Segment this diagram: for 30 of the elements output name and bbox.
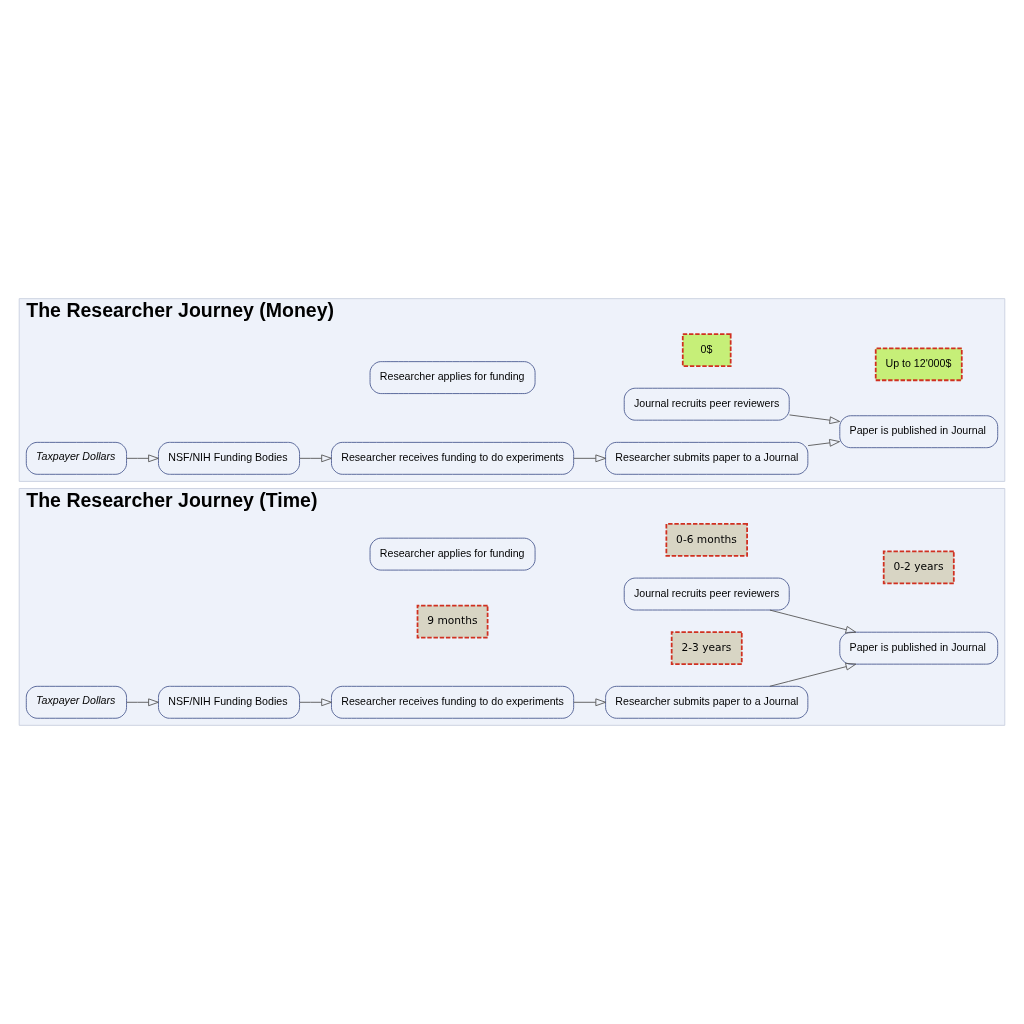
node-box: Journal recruits peer reviewers (623, 387, 790, 421)
arrow (789, 414, 841, 425)
node-box: Researcher submits paper to a Journal (605, 685, 809, 719)
node-box: Researcher receives funding to do experiments (331, 685, 575, 719)
node-box: Researcher applies for funding (369, 537, 536, 571)
node-box: Researcher applies for funding (369, 361, 536, 394)
arrow (126, 698, 159, 707)
arrow (299, 698, 332, 707)
node-box: Paper is published in Journal (839, 631, 999, 665)
node-box: 0-2 years (882, 550, 955, 585)
node-box: 0-6 months (665, 523, 748, 557)
arrow (126, 454, 159, 463)
node-box: 9 months (416, 604, 489, 639)
node-box: Taxpayer Dollars (25, 685, 127, 719)
node-box: 2-3 years (670, 631, 743, 666)
arrow (299, 454, 332, 463)
arrow (769, 609, 857, 634)
node-box: Paper is published in Journal (839, 415, 999, 449)
node-box: Up to 12'000$ (874, 347, 963, 382)
node-box: Researcher receives funding to do experiments (331, 441, 575, 475)
node-box: Researcher submits paper to a Journal (605, 441, 809, 475)
arrow (769, 662, 857, 687)
node-box: Taxpayer Dollars (25, 441, 127, 475)
node-box: NSF/NIH Funding Bodies (158, 685, 300, 719)
node-box: 0$ (681, 333, 732, 367)
arrow (807, 439, 840, 447)
arrow (573, 698, 607, 707)
node-box: NSF/NIH Funding Bodies (158, 441, 300, 475)
node-box: Journal recruits peer reviewers (623, 577, 790, 611)
arrow (573, 454, 607, 463)
